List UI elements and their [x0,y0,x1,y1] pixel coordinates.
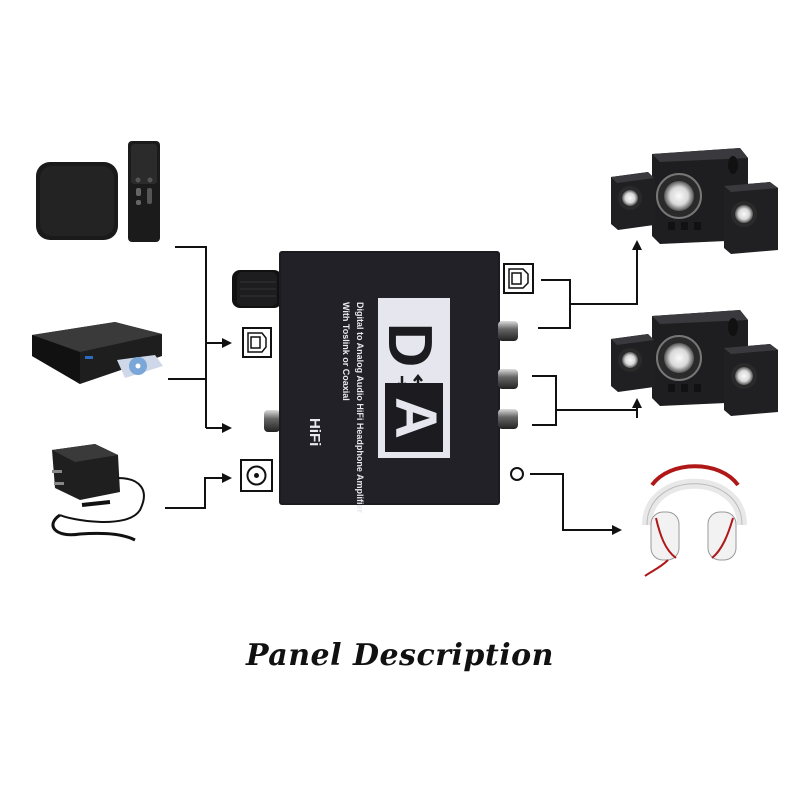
dac-device: D A Digital to Analog Audio HiFi Headpho… [232,251,518,513]
hifi-badge: HiFi [306,418,323,446]
volume-knob[interactable] [232,270,282,308]
optical-input-port-icon [242,327,272,358]
device-description-line1: Digital to Analog Audio HiFi Headphone A… [355,302,365,513]
headphones-icon [642,464,747,577]
speaker-set-icon [611,310,778,416]
coaxial-input-jack[interactable] [264,410,280,432]
da-logo: D A [375,298,450,458]
dvd-player-icon [32,322,163,384]
headphone-jack-icon [510,467,524,481]
rca-output-jacks[interactable] [498,321,518,429]
output-connector-lines [530,240,642,535]
logo-letter-d: D [375,323,444,368]
dc-power-port-icon [240,459,273,492]
logo-letter-a: A [383,397,448,439]
power-adapter-icon [51,444,145,542]
tv-box-icon [36,162,118,240]
remote-control-icon [128,141,160,242]
device-description-line2: With Toslink or Coaxial [341,302,351,401]
optical-output-port-icon [503,263,534,294]
panel-description-title: Panel Description [246,638,554,673]
input-connector-lines [165,246,232,509]
speaker-set-icon [611,148,778,254]
